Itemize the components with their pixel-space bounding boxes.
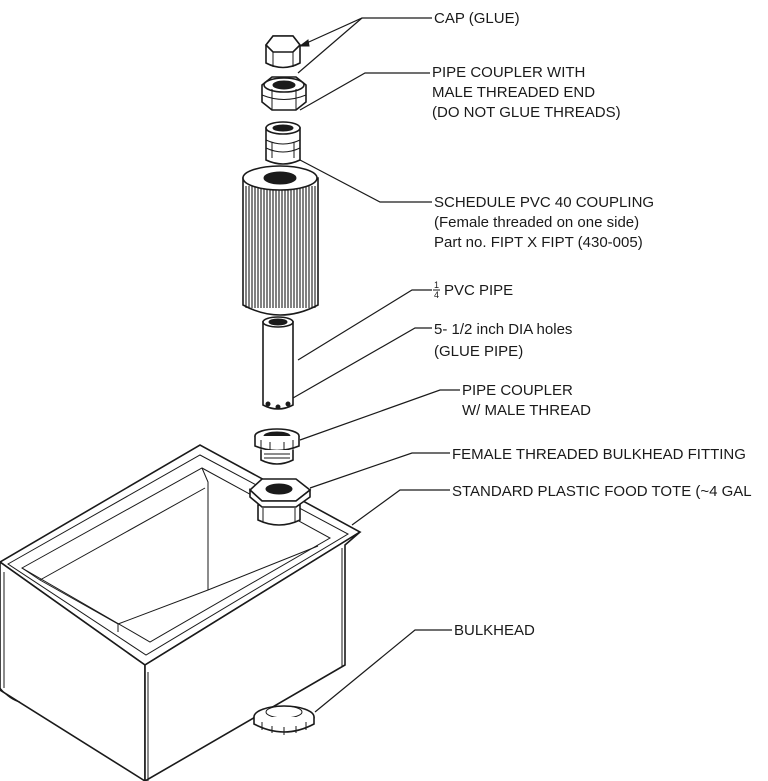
- label-pipe-coupler-line-2: MALE THREADED END: [432, 84, 595, 101]
- label-pipe-coupler-2-line-1: PIPE COUPLER: [462, 382, 573, 399]
- label-holes-line-2: (GLUE PIPE): [434, 343, 523, 360]
- pipe-coupler-upper: [265, 121, 301, 165]
- bulkhead-nut: [253, 705, 315, 735]
- label-coupling-line-1: SCHEDULE PVC 40 COUPLING: [434, 194, 654, 211]
- female-threaded-bulkhead-fitting: [248, 478, 312, 526]
- label-coupling-line-2: (Female threaded on one side): [434, 214, 639, 231]
- label-pipe-coupler-2-line-2: W/ MALE THREAD: [462, 402, 591, 419]
- label-coupling-line-3: Part no. FIPT X FIPT (430-005): [434, 234, 643, 251]
- label-pvc-pipe: PVC PIPE: [444, 282, 513, 299]
- pipe-coupler-male-thread-lower: [254, 428, 300, 465]
- leader-lines: [292, 17, 460, 713]
- cap: [264, 35, 302, 69]
- label-pvc-pipe-fraction-num: 1: [434, 280, 439, 290]
- pvc-pipe: [262, 316, 294, 410]
- label-pipe-coupler-line-3: (DO NOT GLUE THREADS): [432, 104, 621, 121]
- callout-labels: CAP (GLUE) PIPE COUPLER WITH MALE THREAD…: [432, 10, 752, 639]
- label-cap: CAP (GLUE): [434, 10, 520, 27]
- label-pvc-pipe-fraction-den: 4: [434, 290, 439, 300]
- label-food-tote: STANDARD PLASTIC FOOD TOTE (~4 GAL: [452, 483, 752, 500]
- label-pipe-coupler-line-1: PIPE COUPLER WITH: [432, 64, 585, 81]
- label-bulkhead: BULKHEAD: [454, 622, 535, 639]
- schedule-40-pvc-coupling: [242, 165, 319, 316]
- pipe-coupler-male-threaded-end: [261, 76, 307, 111]
- label-bulkhead-fitting: FEMALE THREADED BULKHEAD FITTING: [452, 446, 746, 463]
- label-holes-line-1: 5- 1/2 inch DIA holes: [434, 321, 572, 338]
